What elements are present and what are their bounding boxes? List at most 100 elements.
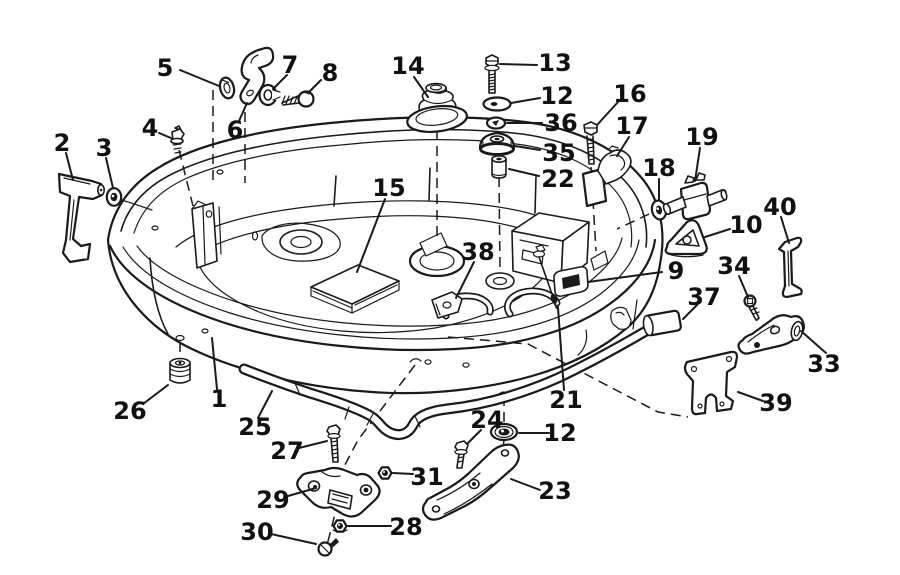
callout-leader-34 — [738, 275, 749, 298]
skirt-hole-2 — [424, 359, 432, 365]
interior-box — [511, 212, 590, 284]
part-23-bracket-arm — [421, 443, 520, 521]
part-33-lever — [737, 314, 805, 355]
part-21-screw — [532, 244, 559, 309]
callout-leader-30 — [270, 533, 317, 545]
callout-leader-27 — [298, 440, 328, 449]
callout-label-10: 10 — [729, 211, 762, 239]
wall-divider-2 — [428, 167, 431, 201]
skirt-hole-grommet — [175, 334, 185, 342]
callout-leader-1 — [211, 337, 218, 390]
callout-leader-29 — [287, 487, 317, 497]
callout-label-40: 40 — [763, 193, 796, 221]
part-30-screw — [317, 538, 339, 557]
callout-leader-26 — [142, 384, 169, 405]
callout-label-1: 1 — [211, 385, 228, 413]
callout-leader-14 — [413, 76, 429, 98]
callout-label-36: 36 — [544, 109, 577, 137]
part-13-bolt — [484, 54, 500, 94]
part-27-bolt — [326, 424, 341, 463]
assembly-axis-3 — [178, 149, 194, 207]
part-4-screw — [170, 125, 185, 154]
callout-label-39: 39 — [759, 389, 792, 417]
callout-label-8: 8 — [322, 59, 339, 87]
part-28-nut — [332, 519, 348, 533]
floor-ring-center — [408, 244, 466, 278]
callout-leader-35 — [514, 145, 541, 151]
bow-crease — [149, 257, 169, 335]
part-36-washer — [485, 116, 507, 130]
assembly-axis-7 — [616, 213, 650, 230]
callout-label-12b: 12 — [543, 419, 576, 447]
wall-divider-1 — [333, 175, 337, 207]
part-2-lever — [57, 172, 106, 264]
callout-label-34: 34 — [717, 252, 750, 280]
part-34-screw — [743, 294, 760, 321]
callout-label-9: 9 — [668, 257, 685, 285]
right-hook-clip — [610, 306, 632, 330]
part-8-screw — [281, 90, 315, 108]
callout-leader-23 — [510, 478, 541, 491]
skirt-hole-1 — [201, 328, 209, 334]
callout-label-38: 38 — [461, 238, 494, 266]
callout-label-22: 22 — [541, 165, 574, 193]
back-rim-line-1 — [120, 128, 648, 248]
floor-wedge-center — [419, 232, 448, 257]
front-rim-outer — [108, 238, 657, 352]
callout-label-15: 15 — [372, 174, 405, 202]
part-24-screw — [454, 440, 469, 469]
callout-label-17: 17 — [615, 112, 648, 140]
callout-label-27: 27 — [270, 437, 303, 465]
callout-leader-24 — [466, 429, 482, 445]
callout-label-13: 13 — [538, 49, 571, 77]
callout-label-19: 19 — [685, 123, 718, 151]
callout-leader-6 — [238, 102, 248, 122]
floor-wedge-right — [590, 250, 609, 271]
callout-label-16: 16 — [613, 80, 646, 108]
callout-label-6: 6 — [227, 116, 244, 144]
callout-label-5: 5 — [157, 54, 174, 82]
callout-leader-25 — [257, 390, 273, 419]
callout-label-25: 25 — [238, 413, 271, 441]
callout-label-29: 29 — [256, 486, 289, 514]
part-37-sleeve — [642, 309, 682, 337]
callout-leader-21 — [557, 307, 565, 391]
callout-label-28: 28 — [389, 513, 422, 541]
callout-label-23: 23 — [538, 477, 571, 505]
part-39-plate — [683, 350, 739, 416]
mount-bump-1 — [409, 358, 422, 363]
callout-leader-19 — [694, 147, 701, 182]
callout-leader-12 — [510, 97, 541, 104]
callout-label-35: 35 — [542, 139, 575, 167]
callout-leader-33 — [800, 330, 827, 354]
callout-leader-2 — [65, 152, 74, 181]
callout-label-26: 26 — [113, 397, 146, 425]
support-post — [191, 200, 222, 269]
callout-label-7: 7 — [282, 51, 299, 79]
callout-leader-16 — [596, 101, 619, 126]
callout-label-21: 21 — [549, 386, 582, 414]
part-5-washer — [218, 76, 236, 100]
callout-leader-13 — [499, 63, 538, 66]
rim-hole-1 — [216, 169, 224, 175]
callout-leader-22 — [508, 168, 540, 177]
skirt-seam-right — [577, 329, 588, 356]
part-6-hook-bracket — [239, 46, 275, 106]
floor-ring-left — [251, 222, 341, 262]
callout-leader-10 — [704, 228, 731, 238]
part-38-tab — [431, 291, 463, 319]
callout-label-2: 2 — [54, 129, 71, 157]
callout-label-37: 37 — [687, 283, 720, 311]
callout-leader-7 — [272, 74, 288, 90]
callout-leader-40 — [780, 216, 790, 244]
callout-leader-38 — [455, 261, 475, 299]
cowl-body — [106, 116, 664, 395]
wall-divider-3 — [534, 176, 537, 214]
assembly-axis-6 — [590, 166, 597, 252]
callout-label-3: 3 — [96, 134, 113, 162]
part-15-pad — [310, 264, 400, 314]
part-14-boot — [406, 82, 469, 134]
